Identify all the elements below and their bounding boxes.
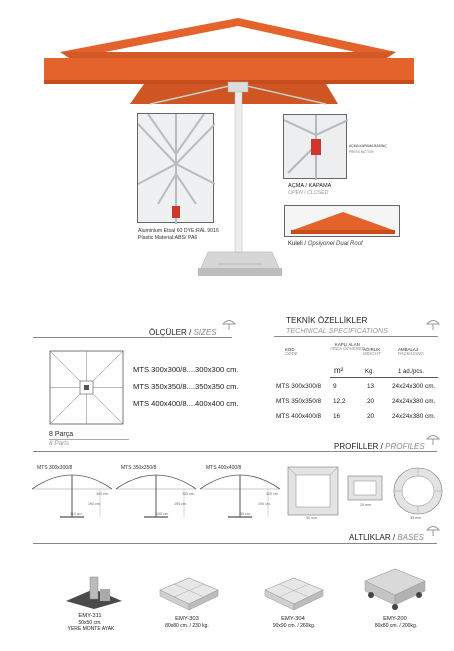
bases-title: ALTLIKLAR / BASES — [349, 533, 425, 542]
mechanism-detail-image — [283, 114, 349, 180]
parts-label: 8 Parça — [49, 431, 74, 438]
specs-divider — [274, 336, 438, 337]
specs-subtitle: TECHNICAL SPECIFICATIONS — [286, 326, 388, 335]
spec-row-2-pack: 24x24x380 cm. — [392, 398, 436, 405]
spec-units-underline — [330, 377, 438, 378]
unit-weight: Kg. — [365, 369, 375, 375]
parts-underline — [49, 439, 129, 440]
specs-title: TEKNİK ÖZELLİKLER — [286, 316, 368, 325]
base-size-4: 80x80 cm. / 200kg. — [374, 623, 418, 629]
canopy-lower — [130, 84, 338, 104]
spec-row-1-area: 9 — [333, 383, 337, 390]
spec-row-2-code: MTS 350x350/8 — [276, 398, 322, 405]
umbrella-illustration — [44, 18, 414, 276]
size-row-1: MTS 300x300/8....300x300 cm. — [133, 365, 239, 374]
mechanism-label: AÇMA KAPAMA BASINÇ — [349, 144, 387, 148]
base-size-2: 80x80 cm. / 230 kg. — [165, 623, 209, 629]
pole — [234, 83, 243, 260]
profile-diagram-3 — [199, 474, 281, 518]
canopy-valance — [44, 58, 414, 84]
profile-3-dim-a: 320 cm. — [266, 492, 279, 496]
unit-packaging: 1 ad./pcs. — [398, 369, 425, 375]
material-line-2: Plastic Material:ABS/ PA6 — [138, 235, 198, 241]
spec-row-3-area: 16 — [333, 413, 341, 420]
base-code-4: EMY-200 — [383, 616, 407, 622]
rib-detail-image — [137, 113, 216, 224]
base-image-emy-200 — [364, 568, 426, 610]
spec-row-3-code: MTS 400x400/8 — [276, 413, 322, 420]
base-code-2: EMY-303 — [175, 616, 199, 622]
profile-section-small — [347, 475, 383, 501]
profile-section-round — [393, 467, 443, 515]
profile-label-2: MTS 350x350/8 — [121, 465, 157, 471]
profile-3-dim-c: 80 cm. — [240, 512, 251, 516]
base-image-emy-311 — [66, 576, 122, 609]
spec-row-3-pack: 24x24x380 cm. — [392, 413, 436, 420]
sizes-title: ÖLÇÜLER / SIZES — [149, 328, 217, 337]
sizes-divider — [33, 337, 232, 338]
open-close-label: AÇMA / KAPAMA — [288, 183, 332, 189]
dual-roof-image — [284, 205, 400, 237]
material-line-1: Aluminium Etsal 60 DYE:RAL 9016 — [138, 228, 219, 234]
unit-area: m² — [334, 366, 344, 375]
umbrella-icon — [426, 435, 440, 445]
profile-2-dim-b: 190 cm. — [174, 502, 187, 506]
parts-sub: 8 Parts — [49, 440, 70, 447]
spec-row-2-area: 12,2 — [333, 398, 346, 405]
base-plate — [199, 251, 281, 271]
base-code-1: EMY-311 — [78, 613, 102, 619]
umbrella-icon — [426, 526, 440, 536]
bases-divider — [33, 543, 437, 544]
dual-roof-label: Kuleli / Opsiyonel Dual Roof — [288, 241, 363, 247]
base-note-1: YERE MONTE AYAK — [67, 626, 115, 632]
base-image-emy-304 — [264, 577, 324, 611]
size-row-3: MTS 400x400/8....400x400 cm. — [133, 399, 239, 408]
profile-1-dim-a: 300 cm. — [96, 492, 109, 496]
base-code-3: EMY-304 — [281, 616, 305, 622]
profile-diagram-2 — [115, 474, 197, 518]
profile-2-dim-a: 320 cm. — [182, 492, 195, 496]
base-size-1: 50x50 cm. — [78, 620, 102, 626]
profiles-title: PROFİLLER / PROFILES — [334, 442, 425, 451]
open-close-sub: OPEN / CLOSED — [288, 190, 329, 196]
mechanism-sub: PRESS BUTTON — [349, 150, 374, 154]
profiles-divider — [33, 451, 437, 452]
spec-row-1-pack: 24x24x300 cm. — [392, 383, 436, 390]
profile-1-dim-c: 110 cm. — [70, 512, 83, 516]
size-row-2: MTS 350x350/8....350x350 cm. — [133, 382, 239, 391]
profile-1-dim-b: 190 cm. — [88, 502, 101, 506]
profile-section-square — [287, 466, 339, 516]
profile-label-3: MTS 400x400/8 — [206, 465, 242, 471]
section-dim-0: 20 mm — [360, 503, 371, 507]
base-image-emy-303 — [159, 577, 219, 611]
profile-2-dim-c: 100 cm. — [156, 512, 169, 516]
spec-row-3-weight: 20 — [367, 413, 375, 420]
profile-diagram-1 — [31, 474, 113, 518]
section-dim-2: 35 mm — [410, 516, 421, 520]
umbrella-icon — [222, 320, 236, 330]
spec-row-2-weight: 20 — [367, 398, 375, 405]
spec-row-1-code: MTS 300x300/8 — [276, 383, 322, 390]
base-size-3: 90x90 cm. / 260kg. — [272, 623, 316, 629]
section-dim-1: 30 mm — [306, 516, 317, 520]
profile-label-1: MTS 300x300/8 — [37, 465, 73, 471]
spec-row-1-weight: 13 — [367, 383, 375, 390]
umbrella-icon — [426, 320, 440, 330]
top-view-diagram — [49, 350, 124, 425]
profile-3-dim-b: 190 cm. — [258, 502, 271, 506]
